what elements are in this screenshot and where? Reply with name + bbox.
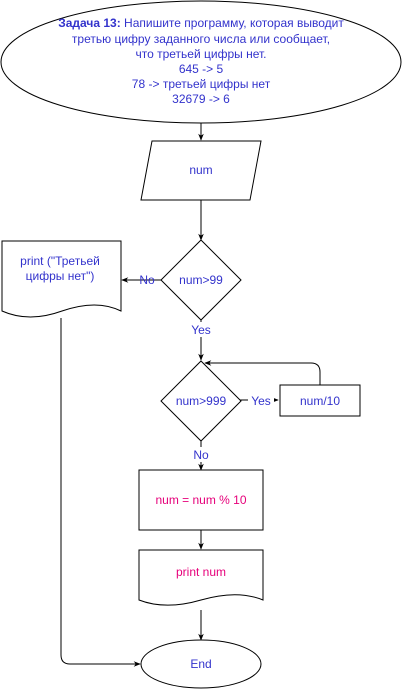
decision-2-diamond: [160, 360, 242, 442]
task-example-3: 32679 -> 6: [172, 92, 230, 106]
edge-loop-back: [204, 360, 321, 385]
decision-2-yes-label: Yes: [251, 394, 271, 408]
process-mod-label: num = num % 10: [155, 493, 246, 507]
process-mod-rect: [138, 469, 264, 531]
start-ellipse: [0, 0, 402, 124]
decision-1-yes-label: Yes: [191, 323, 211, 337]
start-block: Задача 13: Напишите программу, которая в…: [0, 0, 402, 124]
input-label: num: [189, 163, 212, 177]
task-example-1: 645 -> 5: [179, 62, 224, 76]
input-parallelogram: [140, 140, 262, 201]
end-ellipse: [140, 639, 262, 689]
task-example-2: 78 -> третьей цифры нет: [132, 77, 271, 91]
process-div-rect: [279, 384, 361, 417]
end-label: End: [190, 657, 211, 671]
decision-2: num>999: [160, 360, 242, 442]
output-num-label: print num: [176, 565, 226, 579]
yes-label-bg: [189, 322, 213, 337]
task-line-2: третью цифру заданного числа или сообщае…: [72, 32, 330, 46]
edge-nothird-to-end: [60, 318, 141, 667]
decision-1-diamond: [160, 239, 242, 321]
output-num-document: [138, 549, 264, 606]
process-div: num/10: [279, 384, 361, 417]
process-div-label: num/10: [300, 394, 340, 408]
task-line-1-rest: Напишите программу, которая выводит: [121, 16, 345, 30]
input-block: num: [140, 140, 262, 201]
end-block: End: [140, 639, 262, 689]
task-prefix: Задача 13:: [58, 16, 121, 30]
decision-2-label: num>999: [176, 394, 227, 408]
decision-2-no-label: No: [193, 448, 209, 462]
d2-yes-label-bg: [248, 393, 274, 408]
task-line-1: Задача 13: Напишите программу, которая в…: [58, 16, 344, 30]
d2-no-label-bg: [190, 447, 212, 462]
output-no-third-line-1: print ("Третьей: [20, 254, 100, 268]
output-no-third: print ("Третьей цифры нет"): [1, 240, 122, 318]
output-num: print num: [138, 549, 264, 606]
decision-1-label: num>99: [179, 273, 223, 287]
decision-1-no-label: No: [139, 273, 155, 287]
output-no-third-line-2: цифры нет"): [26, 269, 95, 283]
process-mod: num = num % 10: [138, 469, 264, 531]
decision-1: num>99: [160, 239, 242, 321]
task-line-3: что третьей цифры нет.: [135, 47, 266, 61]
output-no-third-document: [1, 240, 122, 318]
